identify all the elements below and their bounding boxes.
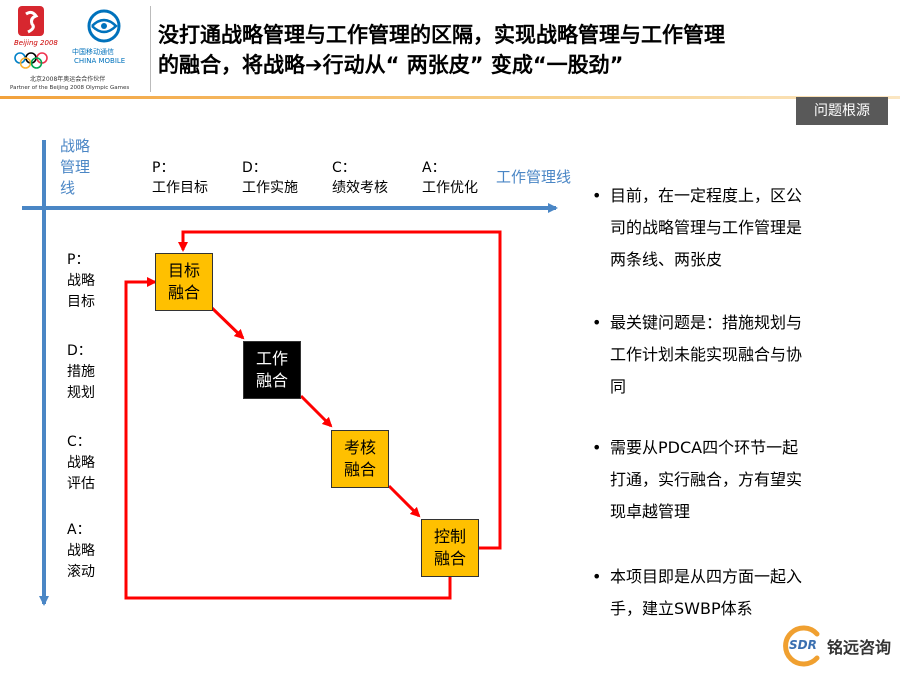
box-control-fusion: 控制融合 <box>421 519 479 577</box>
box-line2: 融合 <box>167 283 200 302</box>
sdr-ring-icon <box>783 625 820 667</box>
bullet-item-2: • 最关键问题是：措施规划与 工作计划未能实现融合与协 同 <box>590 307 860 403</box>
bullet-line: 打通，实行融合，方有望实 <box>610 470 803 489</box>
side-step-code: C： <box>67 434 91 450</box>
side-step-code: A： <box>67 522 91 538</box>
headline-line-1: 没打通战略管理与工作管理的区隔，实现战略管理与工作管理 <box>158 23 725 47</box>
sdr-mark: SDR <box>789 638 817 652</box>
bullet-line: 工作计划未能实现融合与协 <box>610 345 803 364</box>
side-step-code: D： <box>67 343 92 359</box>
top-step-code: C： <box>332 160 356 176</box>
top-step-d: D： 工作实施 <box>242 158 298 198</box>
box-line2: 融合 <box>433 549 466 568</box>
bullet-line: 同 <box>610 377 627 396</box>
box-line1: 考核 <box>343 438 376 457</box>
logo-block: Beijing 2008 中国移动通信 CHINA MOBILE 北京2008年… <box>10 6 160 92</box>
arrow-target-to-work <box>210 306 245 340</box>
loop-arrow-bottom <box>124 277 452 600</box>
olympic-emblem-icon <box>14 6 48 69</box>
header-divider <box>0 96 900 99</box>
y-axis-label-2: 管理 <box>60 158 91 176</box>
side-step-code: P： <box>67 252 90 268</box>
page-title: 没打通战略管理与工作管理的区隔，实现战略管理与工作管理 的融合，将战略➔行动从“… <box>158 20 858 80</box>
y-axis-label-1: 战略 <box>60 137 91 155</box>
bullet-line: 最关键问题是：措施规划与 <box>610 313 803 332</box>
box-assessment-fusion: 考核融合 <box>331 430 389 488</box>
side-step-line2: 目标 <box>67 294 95 310</box>
bullet-item-3: • 需要从PDCA四个环节一起 打通，实行融合，方有望实 现卓越管理 <box>590 432 860 528</box>
side-step-line1: 战略 <box>67 273 95 289</box>
bullet-line: 司的战略管理与工作管理是 <box>610 218 803 237</box>
china-mobile-logo-icon <box>87 9 121 43</box>
side-step-line2: 评估 <box>67 476 95 492</box>
headline-line-2: 的融合，将战略➔行动从“ 两张皮” 变成“一股劲” <box>158 53 624 77</box>
bullet-line: 手，建立SWBP体系 <box>610 599 753 618</box>
box-line1: 目标 <box>167 261 200 280</box>
side-step-line2: 滚动 <box>67 564 95 580</box>
side-step-line1: 战略 <box>67 543 95 559</box>
bullet-line: 需要从PDCA四个环节一起 <box>610 438 799 457</box>
top-step-code: P： <box>152 160 175 176</box>
y-axis-label: 战略 管理 线 <box>60 136 90 199</box>
bullet-line: 目前，在一定程度上，区公 <box>610 186 803 205</box>
bullet-item-4: • 本项目即是从四方面一起入 手，建立SWBP体系 <box>590 561 860 625</box>
olympic-text: Beijing 2008 <box>14 39 58 47</box>
bullet-item-1: • 目前，在一定程度上，区公 司的战略管理与工作管理是 两条线、两张皮 <box>590 180 860 276</box>
x-axis-label: 工作管理线 <box>496 168 572 186</box>
box-line1: 控制 <box>433 527 466 546</box>
side-step-line1: 措施 <box>67 364 95 380</box>
top-step-code: D： <box>242 160 267 176</box>
bullet-dot-icon: • <box>592 186 602 205</box>
partner-en: Partner of the Beijing 2008 Olympic Game… <box>10 85 130 91</box>
top-step-c: C： 绩效考核 <box>332 158 388 198</box>
bullet-dot-icon: • <box>592 313 602 332</box>
arrow-work-to-assessment <box>299 394 333 428</box>
box-target-fusion: 目标融合 <box>155 253 213 311</box>
side-step-d: D： 措施 规划 <box>67 341 95 404</box>
loop-arrow-top <box>178 230 502 550</box>
partner-cn: 北京2008年奥运会合作伙伴 <box>30 76 106 83</box>
section-tag: 问题根源 <box>796 97 888 125</box>
bullet-line: 本项目即是从四方面一起入 <box>610 567 803 586</box>
logo-divider <box>150 6 151 92</box>
box-work-fusion: 工作融合 <box>243 341 301 399</box>
side-step-a: A： 战略 滚动 <box>67 520 95 583</box>
side-step-line2: 规划 <box>67 385 95 401</box>
china-mobile-cn: 中国移动通信 <box>72 48 114 56</box>
top-step-a: A： 工作优化 <box>422 158 478 198</box>
top-step-text: 工作目标 <box>152 180 208 196</box>
box-line2: 融合 <box>343 460 376 479</box>
china-mobile-en: CHINA MOBILE <box>74 57 126 65</box>
header: Beijing 2008 中国移动通信 CHINA MOBILE 北京2008年… <box>0 0 900 125</box>
top-step-code: A： <box>422 160 446 176</box>
bullet-dot-icon: • <box>592 438 602 457</box>
side-step-c: C： 战略 评估 <box>67 432 95 495</box>
top-step-text: 工作实施 <box>242 180 298 196</box>
sdr-text: 铭远咨询 <box>827 638 892 657</box>
top-step-text: 工作优化 <box>422 180 478 196</box>
bullet-line: 现卓越管理 <box>610 502 691 521</box>
bullet-line: 两条线、两张皮 <box>610 250 723 269</box>
y-axis-label-3: 线 <box>60 179 76 197</box>
top-step-p: P： 工作目标 <box>152 158 208 198</box>
bullet-dot-icon: • <box>592 567 602 586</box>
box-line2: 融合 <box>255 371 288 390</box>
top-step-text: 绩效考核 <box>332 180 388 196</box>
side-step-p: P： 战略 目标 <box>67 250 95 313</box>
side-step-line1: 战略 <box>67 455 95 471</box>
arrow-assessment-to-control <box>387 484 421 518</box>
sdr-consulting-logo: SDR 铭远咨询 <box>783 624 893 668</box>
box-line1: 工作 <box>255 349 288 368</box>
